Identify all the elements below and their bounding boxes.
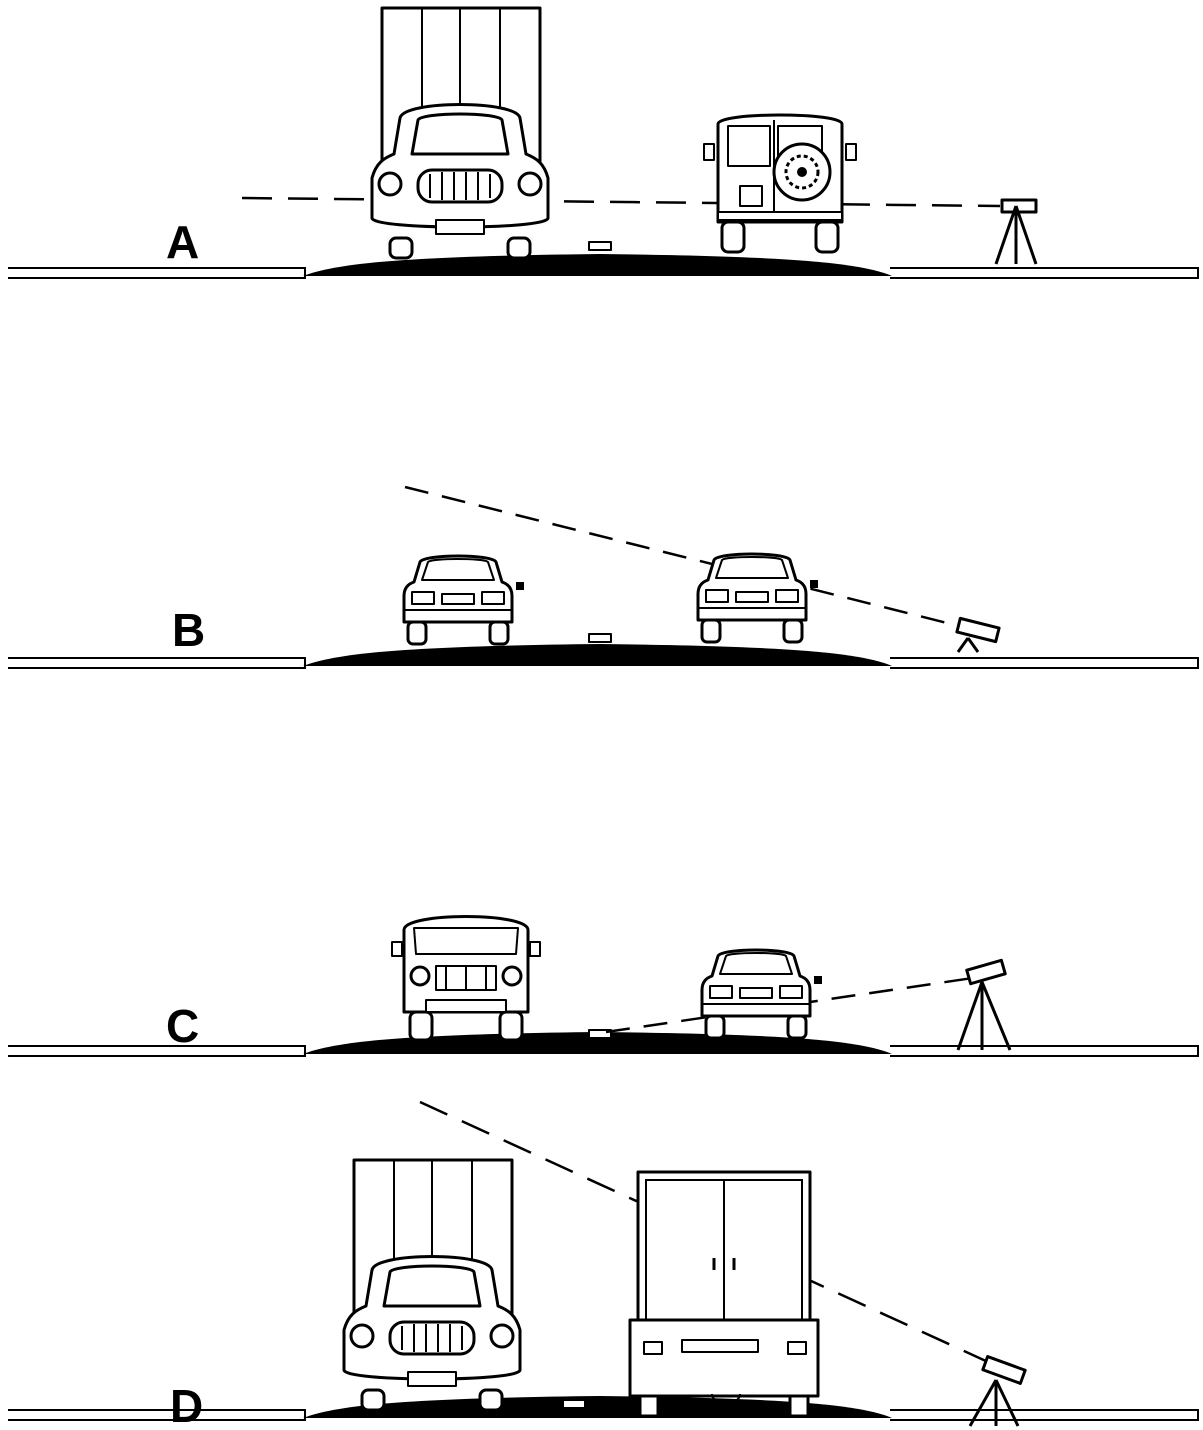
truck-icon (372, 8, 548, 258)
truck-icon (344, 1160, 520, 1410)
panel-d: D (8, 1102, 1198, 1430)
panel-a: A (8, 8, 1198, 278)
tripod-icon (958, 960, 1010, 1050)
panel-b: B (8, 487, 1198, 668)
tripod-icon (957, 618, 999, 652)
car-icon (698, 554, 818, 642)
van-icon (630, 1172, 818, 1416)
panel-c: C (8, 917, 1198, 1057)
panel-label-c: C (166, 1000, 199, 1052)
panel-label-d: D (170, 1380, 203, 1430)
jeep-icon (704, 115, 856, 252)
sight-line-a (242, 198, 1000, 206)
suv-icon (392, 917, 540, 1041)
car-icon (702, 950, 822, 1038)
tripod-icon (996, 200, 1036, 264)
panel-label-b: B (172, 604, 205, 656)
car-icon (404, 556, 524, 644)
panel-label-a: A (166, 216, 199, 268)
tripod-icon (970, 1357, 1025, 1426)
